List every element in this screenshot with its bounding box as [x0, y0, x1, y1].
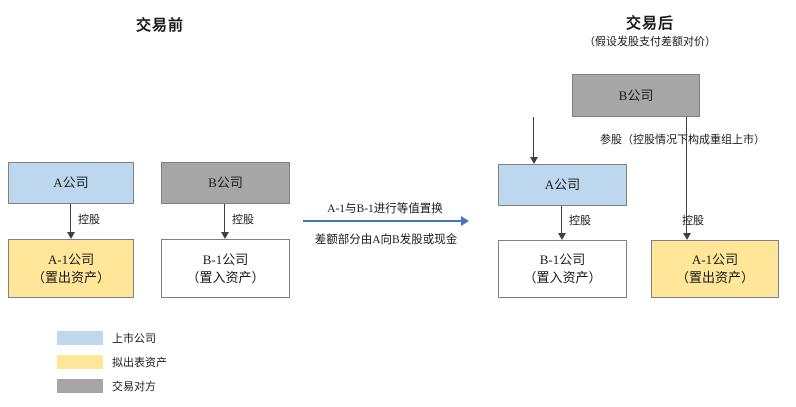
subtitle-after-transaction: （假设发股支付差额对价） — [584, 36, 716, 48]
legend-swatch-listed-company — [57, 331, 103, 345]
box-b-company-before-label: B公司 — [208, 175, 243, 191]
connector-line-b-to-a1-after — [686, 117, 687, 234]
arrowhead-a-to-a1-before — [67, 232, 75, 239]
connector-line-a-to-a1-before — [70, 204, 71, 233]
legend-swatch-counterparty — [57, 379, 103, 393]
box-a-company-after-label: A公司 — [544, 177, 581, 193]
connector-label-a-to-b1-after: 控股 — [569, 215, 591, 227]
exchange-arrow-line — [303, 220, 461, 222]
box-b-company-after-label: B公司 — [618, 87, 654, 103]
exchange-note-bottom: 差额部分由A向B发股或现金 — [314, 234, 458, 246]
legend-label-listed-company: 上市公司 — [112, 333, 156, 345]
arrowhead-b-to-b1-before — [221, 232, 229, 239]
box-b1-company-after-label: B-1公司 — [539, 252, 586, 268]
box-b-company-after: B公司 — [572, 74, 700, 117]
exchange-arrow-head-icon — [461, 216, 469, 226]
box-b-company-before: B公司 — [161, 162, 290, 204]
connector-label-b-to-a-after: 参股（控股情况下构成重组上市） — [600, 134, 765, 146]
box-a-company-before: A公司 — [8, 162, 134, 204]
box-b1-company-after: B-1公司 （置入资产） — [498, 240, 627, 298]
arrowhead-b-to-a1-after — [683, 233, 691, 240]
box-b1-company-before: B-1公司 （置入资产） — [161, 239, 290, 298]
box-b1-company-before-label: B-1公司 — [202, 251, 249, 267]
box-a-company-before-label: A公司 — [53, 175, 89, 191]
title-after-transaction: 交易后 — [625, 16, 674, 32]
connector-line-b-to-a-after — [533, 117, 534, 158]
box-a1-company-after: A-1公司 （置出资产） — [651, 240, 779, 298]
legend-label-divest-asset: 拟出表资产 — [112, 357, 167, 369]
box-a1-company-before: A-1公司 （置出资产） — [8, 239, 134, 298]
connector-label-a-to-a1-before: 控股 — [78, 214, 100, 226]
connector-label-b-to-b1-before: 控股 — [232, 214, 254, 226]
legend-swatch-divest-asset — [57, 355, 103, 369]
connector-line-a-to-b1-after — [561, 206, 562, 234]
arrowhead-b-to-a-after — [530, 157, 538, 164]
connector-line-b-to-b1-before — [224, 204, 225, 233]
box-b1-company-before-sublabel: （置入资产） — [186, 269, 265, 285]
title-before-transaction: 交易前 — [135, 18, 184, 34]
arrowhead-a-to-b1-after — [558, 233, 566, 240]
exchange-note-top: A-1与B-1进行等值置换 — [327, 203, 443, 215]
box-b1-company-after-sublabel: （置入资产） — [523, 270, 602, 285]
legend-label-counterparty: 交易对方 — [112, 381, 156, 393]
box-a1-company-before-sublabel: （置出资产） — [31, 269, 110, 285]
box-a1-company-before-label: A-1公司 — [47, 251, 95, 267]
box-a1-company-after-sublabel: （置出资产） — [675, 270, 754, 285]
box-a1-company-after-label: A-1公司 — [691, 252, 739, 268]
connector-label-b-to-a1-after: 控股 — [682, 215, 704, 227]
box-a-company-after: A公司 — [498, 164, 627, 206]
